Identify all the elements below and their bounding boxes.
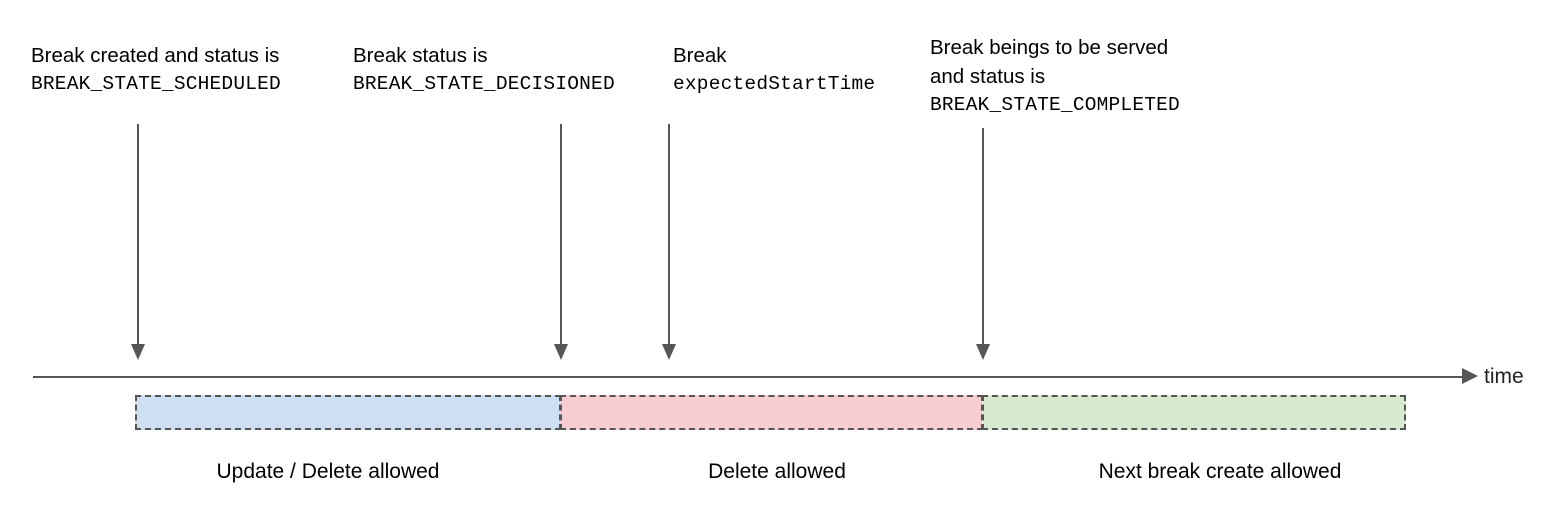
arrow-head-down-icon [976, 344, 990, 360]
annotation-break-expected-start: Break expectedStartTime [673, 41, 875, 99]
segment-update-delete-allowed [135, 395, 561, 430]
annotation-break-decisioned: Break status is BREAK_STATE_DECISIONED [353, 41, 615, 99]
annotation-line-1: Break beings to be served [930, 36, 1169, 59]
segment-caption-delete-allowed: Delete allowed [708, 460, 846, 483]
arrow-head-down-icon [662, 344, 676, 360]
time-axis-line [33, 376, 1470, 378]
arrow-head-down-icon [554, 344, 568, 360]
annotation-line-2: expectedStartTime [673, 73, 876, 95]
arrow-shaft [560, 124, 562, 346]
arrow-shaft [668, 124, 670, 346]
segment-caption-next-break-create-allowed: Next break create allowed [1098, 460, 1342, 483]
arrow-shaft [137, 124, 139, 346]
annotation-line-1: Break status is [353, 44, 488, 67]
segment-delete-allowed [560, 395, 983, 430]
annotation-break-completed: Break beings to be served and status is … [930, 33, 1180, 120]
time-axis-arrow-right-icon [1462, 368, 1478, 384]
annotation-break-created: Break created and status is BREAK_STATE_… [31, 41, 281, 99]
annotation-line-2: BREAK_STATE_DECISIONED [353, 73, 615, 95]
annotation-line-2: and status is [930, 65, 1046, 88]
arrow-head-down-icon [131, 344, 145, 360]
segment-next-break-create-allowed [982, 395, 1406, 430]
time-axis-label: time [1484, 365, 1524, 388]
annotation-line-1: Break [673, 44, 727, 67]
annotation-line-3: BREAK_STATE_COMPLETED [930, 94, 1180, 116]
segment-caption-update-delete-allowed: Update / Delete allowed [216, 460, 440, 483]
arrow-shaft [982, 128, 984, 346]
annotation-line-2: BREAK_STATE_SCHEDULED [31, 73, 281, 95]
annotation-line-1: Break created and status is [31, 44, 280, 67]
